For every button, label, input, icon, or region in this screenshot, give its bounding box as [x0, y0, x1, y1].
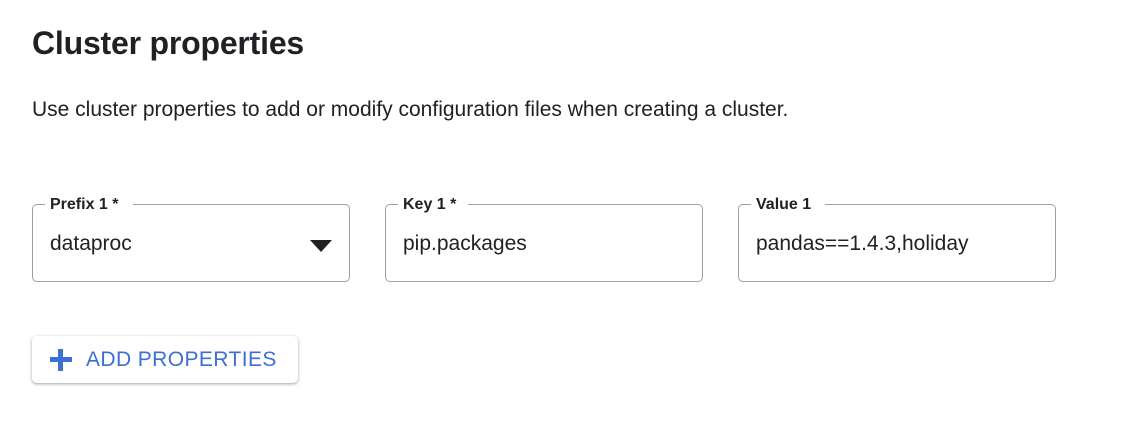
- field-value-key-1[interactable]: pip.packages: [403, 232, 527, 255]
- add-properties-label: ADD PROPERTIES: [86, 347, 277, 371]
- field-value-1[interactable]: Value 1 pandas==1.4.3,holiday: [738, 196, 1056, 282]
- field-label-value-1: Value 1: [752, 196, 816, 214]
- page-description: Use cluster properties to add or modify …: [32, 98, 789, 121]
- properties-field-row: Prefix 1 * dataproc Key 1 * pip.packages…: [32, 196, 1056, 282]
- field-prefix-1[interactable]: Prefix 1 * dataproc: [32, 196, 350, 282]
- field-label-key-1: Key 1 *: [399, 196, 461, 214]
- chevron-down-icon[interactable]: [310, 240, 332, 252]
- field-key-1[interactable]: Key 1 * pip.packages: [385, 196, 703, 282]
- add-properties-button[interactable]: ADD PROPERTIES: [32, 336, 298, 383]
- field-value-prefix-1[interactable]: dataproc: [50, 232, 132, 255]
- plus-icon: [50, 348, 72, 371]
- field-value-value-1[interactable]: pandas==1.4.3,holiday: [756, 232, 969, 255]
- field-label-prefix-1: Prefix 1 *: [46, 196, 123, 214]
- page-title: Cluster properties: [32, 25, 305, 61]
